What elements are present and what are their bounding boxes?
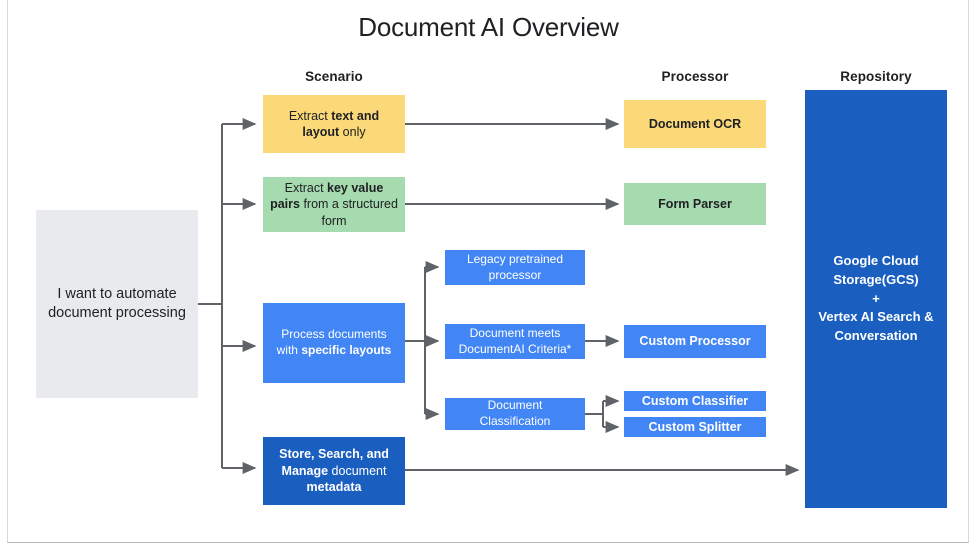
page-title: Document AI Overview <box>358 12 619 42</box>
repository-line-2: + <box>872 290 880 306</box>
scenario-label-process-specific-layouts: Process documents with specific layouts <box>276 327 392 357</box>
repository-line-3: Vertex AI Search & Conversation <box>818 309 934 344</box>
middle-label-document-meets-criteria: Document meets DocumentAI Criteria* <box>458 325 572 356</box>
column-header-repository: Repository <box>840 69 912 84</box>
scenario-label-store-search-manage: Store, Search, and Manage document metad… <box>279 447 389 495</box>
processor-label-document-ocr: Document OCR <box>648 116 742 131</box>
repository-line-1: Google Cloud Storage(GCS) <box>833 252 919 287</box>
processor-label-custom-splitter: Custom Splitter <box>648 419 742 434</box>
middle-box-document-meets-criteria[interactable]: Document meets DocumentAI Criteria* <box>445 324 585 359</box>
processor-box-custom-processor[interactable]: Custom Processor <box>624 325 766 358</box>
processor-label-custom-classifier: Custom Classifier <box>641 393 749 408</box>
middle-label-legacy-pretrained-processor: Legacy pretrained processor <box>466 251 564 282</box>
scenario-box-extract-key-value-pairs[interactable]: Extract key value pairs from a structure… <box>263 177 405 232</box>
scenario-label-extract-text-layout: Extract text and layout only <box>288 108 380 140</box>
processor-box-custom-splitter[interactable]: Custom Splitter <box>624 417 766 437</box>
processor-box-custom-classifier[interactable]: Custom Classifier <box>624 391 766 411</box>
scenario-box-extract-text-layout[interactable]: Extract text and layout only <box>263 95 405 153</box>
processor-label-form-parser: Form Parser <box>658 196 732 211</box>
column-header-processor: Processor <box>661 69 729 84</box>
processor-box-form-parser[interactable]: Form Parser <box>624 183 766 225</box>
scenario-box-store-search-manage[interactable]: Store, Search, and Manage document metad… <box>263 437 405 505</box>
scenario-box-process-specific-layouts[interactable]: Process documents with specific layouts <box>263 303 405 383</box>
middle-box-legacy-pretrained-processor[interactable]: Legacy pretrained processor <box>445 250 585 285</box>
column-header-scenario: Scenario <box>305 69 363 84</box>
entry-box[interactable]: I want to automate document processing <box>36 210 198 398</box>
repository-text: Google Cloud Storage(GCS) + Vertex AI Se… <box>811 252 941 346</box>
scenario-label-extract-key-value-pairs: Extract key value pairs from a structure… <box>270 180 398 228</box>
processor-label-custom-processor: Custom Processor <box>639 334 751 349</box>
repository-box[interactable]: Google Cloud Storage(GCS) + Vertex AI Se… <box>805 90 947 508</box>
middle-label-document-classification: Document Classification <box>479 398 551 428</box>
processor-box-document-ocr[interactable]: Document OCR <box>624 100 766 148</box>
middle-box-document-classification[interactable]: Document Classification <box>445 398 585 430</box>
entry-label: I want to automate document processing <box>48 285 186 321</box>
